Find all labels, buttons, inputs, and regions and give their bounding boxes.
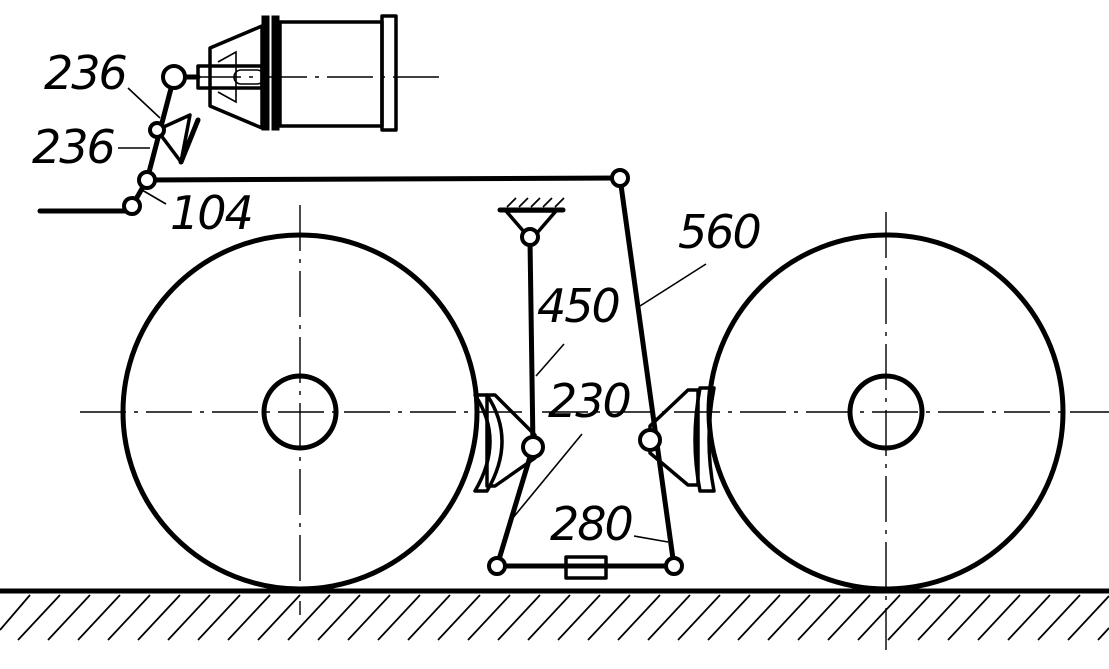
cylinder-body [278, 20, 384, 128]
ground-hatching [0, 594, 1109, 641]
cylinder-rod-pin [161, 64, 187, 90]
label-450: 450 [537, 279, 619, 333]
pull-rod-pin [137, 170, 157, 190]
labels: 236 236 104 560 450 230 280 [32, 46, 762, 551]
right-shoe-pad [693, 386, 716, 493]
fixed-support [497, 197, 566, 242]
lever-pin [148, 121, 166, 139]
left-shoe-pad [473, 393, 504, 493]
label-560: 560 [678, 205, 760, 259]
brake-cylinder [196, 14, 398, 132]
bottom-left-pin [487, 556, 507, 576]
triangle-lever [155, 113, 192, 164]
label-230: 230 [548, 374, 630, 428]
upper-right-pin [610, 168, 630, 188]
left-wheel-rim [120, 232, 480, 592]
right-brake-shoe [648, 386, 716, 493]
long-rod-560 [617, 175, 677, 569]
left-wheel [120, 232, 480, 592]
left-shoe-pin [521, 435, 545, 459]
support-triangle [504, 209, 558, 242]
brake-rods [494, 175, 677, 580]
input-rod-pin [122, 196, 142, 216]
left-lower-rod [494, 444, 536, 569]
bottom-rod-adjuster [564, 555, 608, 580]
label-236-lever: 236 [32, 120, 115, 174]
support-pin [520, 227, 540, 247]
right-wheel-hub [847, 373, 925, 451]
bottom-right-pin [664, 556, 684, 576]
upper-linkage [37, 74, 623, 214]
label-236-top: 236 [44, 46, 127, 100]
horizontal-pull-rod [144, 175, 623, 183]
right-shoe-pin [638, 428, 662, 452]
label-280: 280 [550, 497, 632, 551]
vertical-rod-450 [527, 237, 536, 450]
leader-lines [118, 87, 707, 543]
rod-slot [233, 69, 265, 85]
label-104: 104 [170, 186, 252, 240]
ground [0, 588, 1109, 641]
pivot-pins [122, 64, 684, 576]
left-wheel-hub [261, 373, 339, 451]
cylinder-end-cap [380, 14, 398, 132]
